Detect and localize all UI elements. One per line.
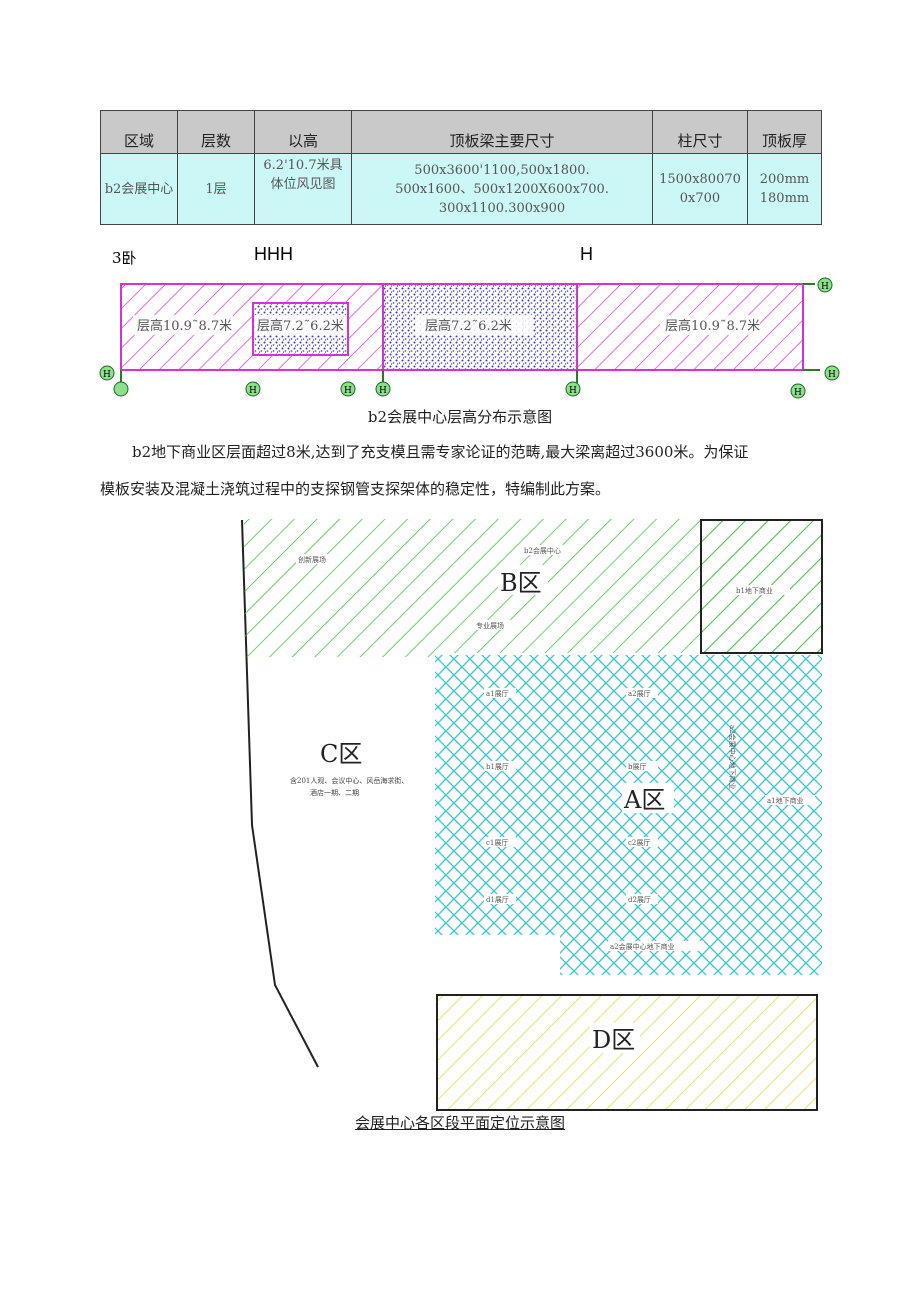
- table-header-row: 区域 层数 以高 顶板梁主要尺寸 柱尺寸 顶板厚: [100, 110, 822, 154]
- column-line-1: 1500x80070: [659, 172, 741, 187]
- site-boundary-line: [241, 519, 319, 1068]
- section-label-hhh: HHH: [254, 244, 293, 264]
- label-a-1: a1展厅: [486, 690, 509, 698]
- axis-marker-icon: H: [803, 277, 833, 293]
- label-a-5: c1展厅: [486, 839, 508, 847]
- column-line-2: 0x700: [679, 191, 721, 206]
- slab-line-1: 200mm: [759, 172, 810, 187]
- header-floors: 层数: [177, 110, 255, 154]
- plan-caption: 会展中心各区段平面定位示意图: [0, 1112, 920, 1133]
- label-a-8: d2展厅: [628, 896, 651, 904]
- cell-area: b2会展中心: [100, 153, 178, 225]
- label-a-vertical: a2会展中心地下商业: [728, 725, 737, 790]
- plan-caption-text: 会展中心各区段平面定位示意图: [354, 1114, 565, 1132]
- label-a-2: a2展厅: [628, 690, 651, 698]
- label-a-9: a2会展中心地下商业: [610, 942, 675, 951]
- zone-label-2: 层高7.2˜6.2米: [257, 318, 344, 334]
- zone-label-1: 层高10.9˜8.7米: [137, 318, 232, 334]
- label-b-box: b1地下商业: [736, 586, 773, 595]
- axis-marker-icon: H: [565, 370, 581, 397]
- header-column: 柱尺寸: [652, 110, 748, 154]
- zone-c-label: C区: [320, 740, 362, 768]
- cell-slab: 200mm 180mm: [747, 153, 822, 225]
- cell-column: 1500x80070 0x700: [652, 153, 748, 225]
- section-label-left: 3卧: [112, 249, 137, 267]
- zone-a-area: [435, 655, 822, 975]
- zone-c-note-1: 含201人观、会议中心、风岳海求街、: [290, 776, 408, 785]
- site-plan-diagram: B区 A区 C区 D区 含201人观、会议中心、风岳海求街、 酒店一期、二期 创…: [241, 519, 823, 1111]
- svg-text:H: H: [794, 388, 802, 398]
- section-caption: b2会展中心层高分布示意图: [367, 408, 553, 426]
- header-area: 区域: [100, 110, 178, 154]
- label-a-3: b1展厅: [486, 763, 509, 771]
- zone-d-label: D区: [592, 1026, 635, 1054]
- label-b-3: 专业展场: [476, 621, 504, 630]
- cell-floors: 1层: [177, 153, 255, 225]
- beams-line-3: 300x1100.300x900: [438, 200, 566, 216]
- svg-text:H: H: [344, 386, 352, 396]
- header-beams: 顶板梁主要尺寸: [351, 110, 653, 154]
- table-row: b2会展中心 1层 6.2'10.7米具体位风见图 500x3600'1100,…: [100, 153, 822, 225]
- svg-text:H: H: [821, 282, 829, 292]
- spec-table: 区域 层数 以高 顶板梁主要尺寸 柱尺寸 顶板厚 b2会展中心 1层 6.2'1…: [100, 110, 822, 225]
- svg-text:H: H: [828, 370, 836, 380]
- label-a-6: c2展厅: [628, 839, 650, 847]
- section-label-h: H: [580, 244, 593, 264]
- axis-marker-icon: H: [375, 370, 391, 397]
- axis-marker-icon: H: [340, 381, 356, 397]
- svg-text:H: H: [379, 386, 387, 396]
- label-a-right: a1地下商业: [767, 796, 804, 805]
- beams-line-2: 500x1600、500x1200X600x700.: [395, 181, 609, 197]
- slab-line-2: 180mm: [759, 191, 810, 206]
- axis-marker-icon: H: [99, 365, 129, 397]
- header-height: 以高: [254, 110, 352, 154]
- floor-height-section-diagram: 层高10.9˜8.7米 层高7.2˜6.2米 层高7.2˜6.2米 层高10.9…: [99, 277, 840, 399]
- zone-label-4: 层高10.9˜8.7米: [665, 318, 760, 334]
- svg-text:H: H: [569, 386, 577, 396]
- cell-beams: 500x3600'1100,500x1800. 500x1600、500x120…: [351, 153, 653, 225]
- zone-b-label: B区: [500, 569, 542, 597]
- cell-height: 6.2'10.7米具体位风见图: [254, 153, 352, 225]
- svg-text:H: H: [249, 386, 257, 396]
- label-b-1: 创新展场: [298, 555, 326, 564]
- paragraph-line-1: b2地下商业区层面超过8米,达到了充支模且需专家论证的范畴,最大梁离超过3600…: [132, 443, 749, 461]
- label-a-4: b展厅: [628, 763, 646, 771]
- label-a-7: d1展厅: [486, 896, 509, 904]
- zone-c-note-2: 酒店一期、二期: [310, 788, 359, 797]
- zone-label-3: 层高7.2˜6.2米: [425, 318, 512, 334]
- header-slab: 顶板厚: [747, 110, 822, 154]
- label-b-2: b2会展中心: [524, 546, 561, 555]
- svg-text:H: H: [103, 370, 111, 380]
- beams-line-1: 500x3600'1100,500x1800.: [414, 162, 590, 178]
- axis-marker-icon: H H: [790, 365, 840, 399]
- zone-a-label: A区: [623, 786, 665, 814]
- paragraph-line-2: 模板安装及混凝土浇筑过程中的支探钢管支探架体的稳定性，特编制此方案。: [100, 480, 611, 498]
- axis-marker-icon: H: [245, 381, 261, 397]
